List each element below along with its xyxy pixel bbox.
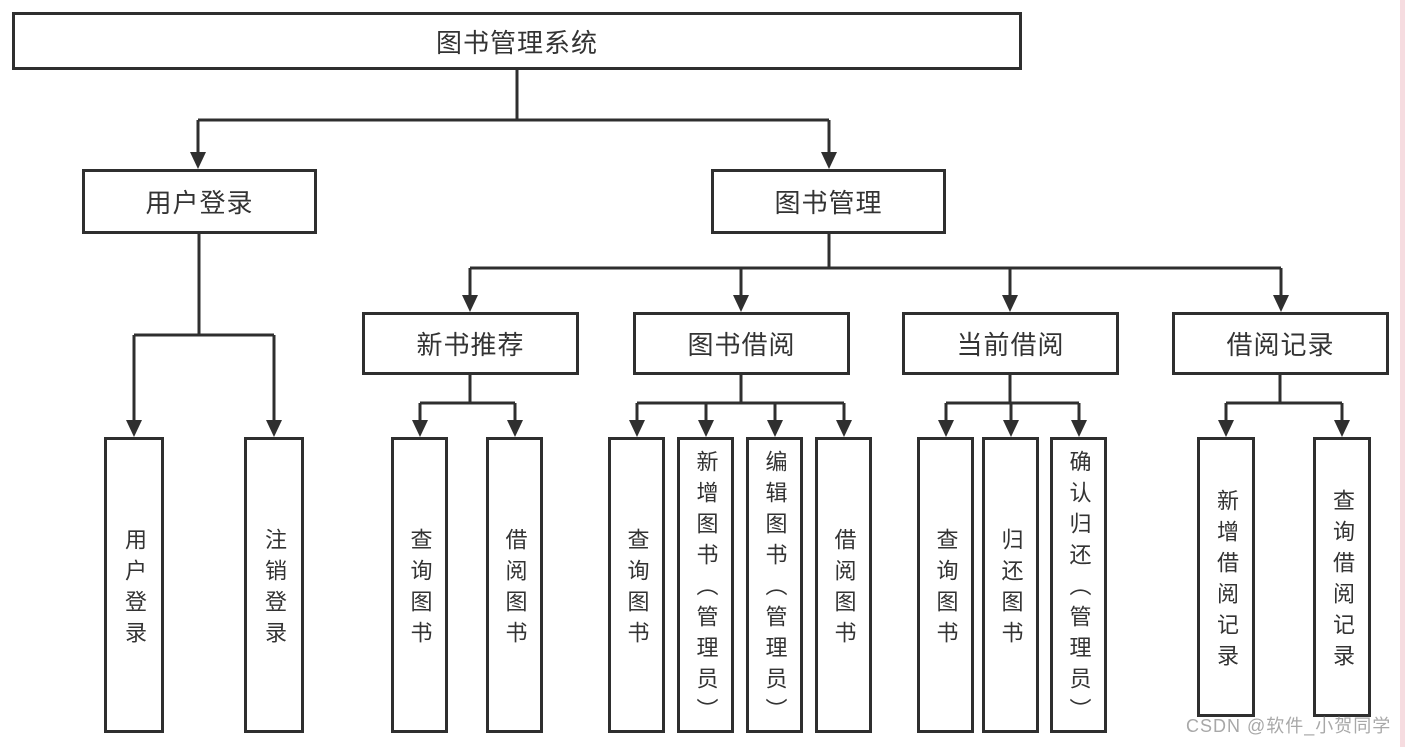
leaf-current-confirm-return-admin: 确认归还（管理员） bbox=[1050, 437, 1107, 733]
leaf-label: 查询借阅记录 bbox=[1330, 488, 1355, 675]
node-library-management-system: 图书管理系统 bbox=[12, 12, 1022, 70]
arrowhead-icon bbox=[1002, 295, 1018, 312]
leaf-label: 用户登录 bbox=[122, 527, 147, 652]
arrowhead-icon bbox=[1003, 420, 1019, 437]
leaf-label: 编辑图书（管理员） bbox=[762, 450, 788, 729]
leaf-borrow-query-books: 查询图书 bbox=[608, 437, 665, 733]
leaf-records-add-record: 新增借阅记录 bbox=[1197, 437, 1255, 717]
leaf-current-return-books: 归还图书 bbox=[982, 437, 1039, 733]
leaf-label: 新增借阅记录 bbox=[1214, 488, 1239, 675]
leaf-newbook-query-books: 查询图书 bbox=[391, 437, 448, 733]
arrowhead-icon bbox=[462, 295, 478, 312]
edge-bookmgmt-to-level3 bbox=[468, 234, 1283, 295]
arrowhead-icon bbox=[190, 152, 206, 169]
arrowhead-icon bbox=[836, 420, 852, 437]
leaf-current-query-books: 查询图书 bbox=[917, 437, 974, 733]
leaf-borrow-borrow-books: 借阅图书 bbox=[815, 437, 872, 733]
arrowhead-icon bbox=[698, 420, 714, 437]
arrowhead-icon bbox=[629, 420, 645, 437]
edge-bookborrow-to-leaves bbox=[635, 375, 846, 420]
arrowhead-icon bbox=[1218, 420, 1234, 437]
leaf-label: 注销登录 bbox=[262, 527, 287, 652]
leaf-user-login: 用户登录 bbox=[104, 437, 164, 733]
arrowhead-icon bbox=[1071, 420, 1087, 437]
node-book-borrowing: 图书借阅 bbox=[633, 312, 850, 375]
edge-currentborrow-to-leaves bbox=[944, 375, 1081, 420]
arrowhead-icon bbox=[821, 152, 837, 169]
leaf-label: 查询图书 bbox=[407, 527, 433, 652]
arrowhead-icon bbox=[507, 420, 523, 437]
arrowhead-icon bbox=[266, 420, 282, 437]
node-user-login: 用户登录 bbox=[82, 169, 317, 234]
leaf-label: 借阅图书 bbox=[831, 527, 857, 652]
edge-userlogin-to-leaves bbox=[132, 234, 276, 420]
leaf-label: 新增图书（管理员） bbox=[693, 450, 719, 729]
node-borrowing-records: 借阅记录 bbox=[1172, 312, 1389, 375]
leaf-newbook-borrow-books: 借阅图书 bbox=[486, 437, 543, 733]
arrowhead-icon bbox=[1273, 295, 1289, 312]
node-current-borrowing: 当前借阅 bbox=[902, 312, 1119, 375]
edge-root-to-level2 bbox=[196, 70, 831, 152]
leaf-label: 确认归还（管理员） bbox=[1066, 450, 1092, 729]
leaf-logout: 注销登录 bbox=[244, 437, 304, 733]
leaf-label: 归还图书 bbox=[998, 527, 1024, 652]
leaf-label: 查询图书 bbox=[624, 527, 650, 652]
node-new-book-recommend: 新书推荐 bbox=[362, 312, 579, 375]
edge-newbooks-to-leaves bbox=[418, 375, 517, 420]
leaf-records-query-record: 查询借阅记录 bbox=[1313, 437, 1371, 717]
arrowhead-icon bbox=[767, 420, 783, 437]
right-edge-strip bbox=[1400, 0, 1405, 747]
arrowhead-icon bbox=[938, 420, 954, 437]
leaf-label: 查询图书 bbox=[933, 527, 959, 652]
node-book-management: 图书管理 bbox=[711, 169, 946, 234]
edge-borrowrecords-to-leaves bbox=[1224, 375, 1344, 420]
arrowhead-icon bbox=[412, 420, 428, 437]
arrowhead-icon bbox=[126, 420, 142, 437]
leaf-borrow-add-books-admin: 新增图书（管理员） bbox=[677, 437, 734, 733]
csdn-watermark: CSDN @软件_小贺同学 bbox=[1186, 716, 1392, 736]
arrowhead-icon bbox=[1334, 420, 1350, 437]
leaf-borrow-edit-books-admin: 编辑图书（管理员） bbox=[746, 437, 803, 733]
arrowhead-icon bbox=[733, 295, 749, 312]
leaf-label: 借阅图书 bbox=[502, 527, 528, 652]
